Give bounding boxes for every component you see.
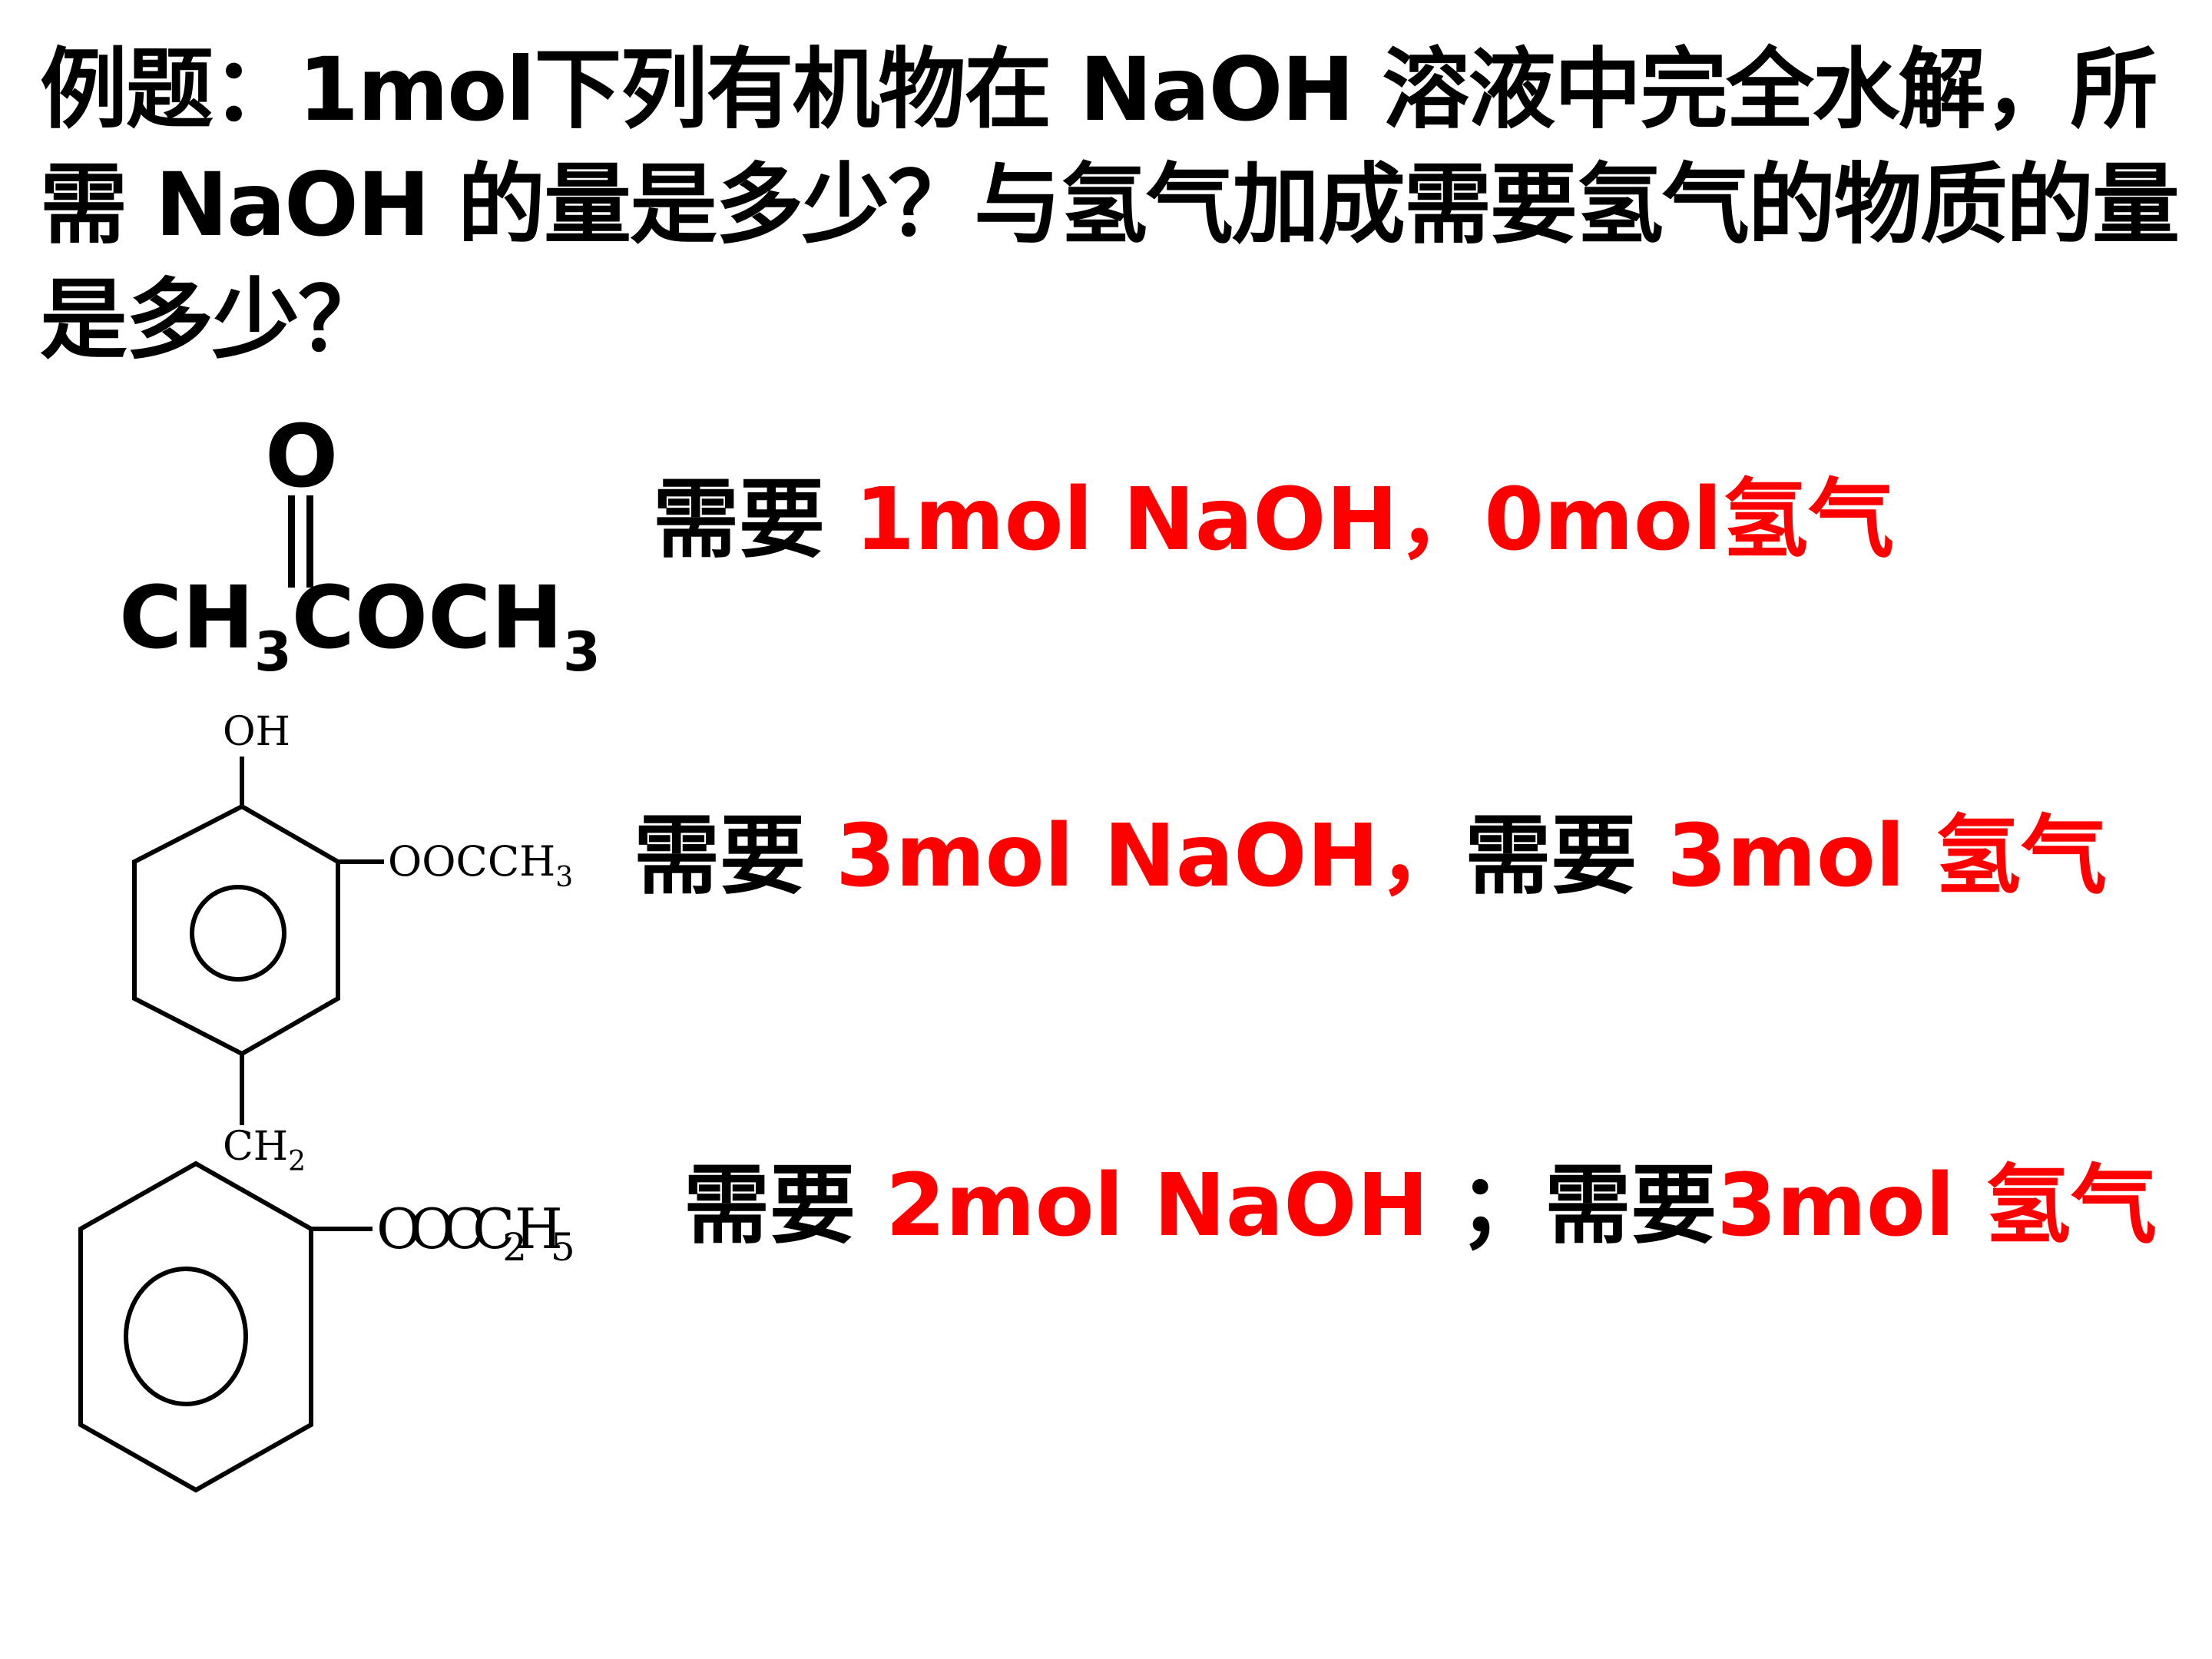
compound-2-structure bbox=[132, 757, 384, 1125]
answer-2-prefix: 需要 bbox=[634, 806, 836, 906]
aromatic-circle-1 bbox=[190, 885, 286, 982]
compound-3-structure bbox=[78, 1161, 373, 1493]
double-bond-line-right bbox=[306, 495, 313, 588]
answer-1: 需要 1mol NaOH，0mol氢气 bbox=[653, 470, 1894, 570]
answer-3: 需要 2mol NaOH ；需要3mol 氢气 bbox=[684, 1156, 2157, 1256]
answer-2-sep: 需要 bbox=[1465, 806, 1667, 906]
answer-2-naoh: 3mol NaOH， bbox=[836, 806, 1465, 906]
ester-sub-2b: 5 bbox=[551, 1225, 572, 1270]
answer-3-naoh: 2mol NaOH bbox=[886, 1156, 1459, 1256]
ester-label-2: OOCC bbox=[376, 1197, 512, 1261]
bridge-label: CH bbox=[223, 1124, 288, 1170]
svg-text:CH2: CH2 bbox=[223, 1124, 306, 1177]
benzene-ring-2 bbox=[78, 1161, 313, 1493]
ester-sub-1: 3 bbox=[555, 862, 573, 893]
svg-text:OOCC2H5: OOCC2H5 bbox=[376, 1197, 572, 1270]
answer-2-h2: 3mol 氢气 bbox=[1667, 806, 2108, 906]
benzene-ring-1 bbox=[132, 803, 340, 1057]
oh-label: OH bbox=[223, 709, 290, 755]
bridge-sub: 2 bbox=[288, 1146, 306, 1177]
carbonyl-oxygen-label: O bbox=[265, 407, 339, 507]
answer-3-prefix: 需要 bbox=[684, 1156, 886, 1256]
ester-label-1: OOCCH bbox=[388, 837, 555, 886]
svg-text:OOCCH3: OOCCH3 bbox=[388, 837, 573, 893]
double-bond-line-left bbox=[288, 495, 295, 588]
answer-3-sep: ；需要 bbox=[1459, 1156, 1717, 1256]
answer-3-h2: 3mol 氢气 bbox=[1717, 1156, 2157, 1256]
answer-2: 需要 3mol NaOH，需要 3mol 氢气 bbox=[634, 806, 2107, 906]
question-text: 例题：1mol下列有机物在 NaOH 溶液中完全水解，所需 NaOH 的量是多少… bbox=[40, 38, 2180, 371]
aromatic-circle-2 bbox=[124, 1267, 248, 1406]
structure-diagrams: OH OOCCH3 CH2 OOCC2H5 bbox=[78, 709, 584, 1493]
answer-1-prefix: 需要 bbox=[653, 470, 855, 570]
acetone-formula: CH3COCH3 bbox=[119, 568, 601, 684]
answer-1-naoh: 1mol NaOH，0mol氢气 bbox=[855, 470, 1895, 570]
